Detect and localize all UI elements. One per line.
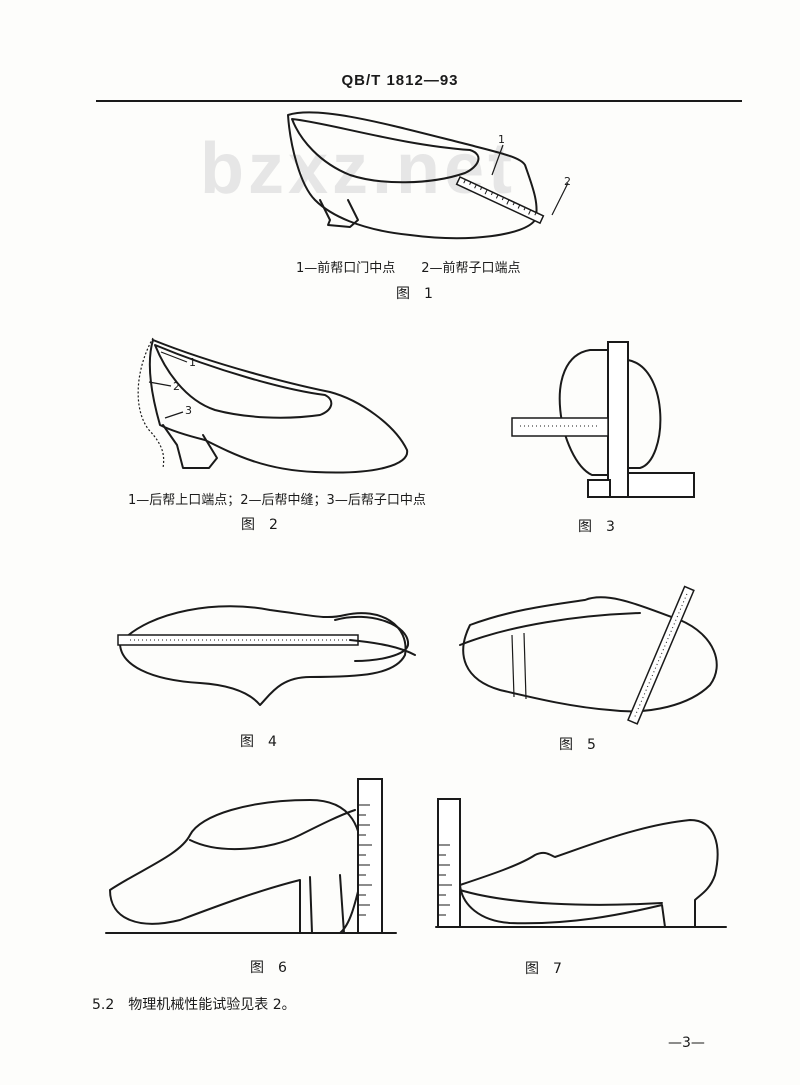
section-5-2-text: 5.2 物理机械性能试验见表 2。: [92, 997, 296, 1013]
figure-7-drawing: [435, 798, 727, 928]
figure-5-label: 图 5: [559, 737, 596, 753]
figure-3-label: 图 3: [578, 519, 615, 535]
fig2-callout-2: 2: [173, 380, 180, 393]
standard-number-header: QB/T 1812—93: [341, 72, 459, 89]
ruler-ticks-fig1: [463, 179, 537, 216]
figure-6-drawing: [105, 778, 397, 934]
figure-2-drawing: 1 2 3: [137, 337, 409, 474]
figure-1-label: 图 1: [396, 286, 433, 302]
figure-5-drawing: [459, 585, 718, 725]
figure-3-drawing: [511, 341, 695, 498]
figure-7-label: 图 7: [525, 961, 562, 977]
figure-1-drawing: 1 2: [287, 111, 571, 240]
figure-4-label: 图 4: [240, 734, 277, 750]
ruler-ticks-fig6: [358, 804, 372, 916]
figure-2-label: 图 2: [241, 517, 278, 533]
figure-1-caption: 1—前帮口门中点 2—前帮子口端点: [296, 261, 521, 276]
ruler-ticks-fig7: [438, 844, 452, 916]
fig2-callout-1: 1: [189, 356, 196, 369]
page-number: —3—: [668, 1035, 705, 1051]
figure-6-label: 图 6: [250, 960, 287, 976]
fig2-callout-3: 3: [185, 404, 192, 417]
header-rule: [96, 100, 742, 102]
fig1-callout-1: 1: [498, 133, 505, 146]
fig1-callout-2: 2: [564, 175, 571, 188]
figure-4-drawing: [117, 605, 416, 706]
figure-2-caption: 1—后帮上口端点；2—后帮中缝；3—后帮子口中点: [128, 493, 426, 508]
